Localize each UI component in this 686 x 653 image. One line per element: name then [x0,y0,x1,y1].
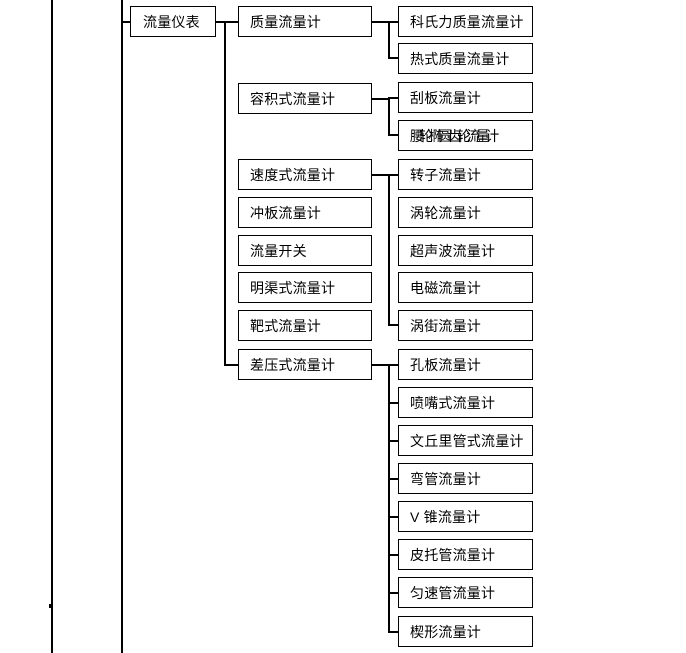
node-turbine-flowmeter[interactable]: 涡轮流量计 [398,197,533,228]
node-nozzle-flowmeter[interactable]: 喷嘴式流量计 [398,387,533,418]
connector-volumetric-outlet [372,98,390,100]
node-velocity-flowmeter[interactable]: 速度式流量计 [238,159,372,190]
trunk-level1 [224,21,226,366]
node-wedge-flowmeter[interactable]: 楔形流量计 [398,616,533,647]
connector-mass-child-0 [388,21,398,23]
connector-difpressure-child-1 [388,402,398,404]
connector-velocity-child-0 [388,174,398,176]
trunk-velocity-children [388,174,390,326]
node-thermal-mass-flowmeter[interactable]: 热式质量流量计 [398,43,533,74]
connector-difpressure-child-7 [388,631,398,633]
node-orifice-plate-flowmeter[interactable]: 孔板流量计 [398,349,533,380]
connector-difpressure-child-3 [388,478,398,480]
node-elbow-flowmeter[interactable]: 弯管流量计 [398,463,533,494]
node-venturi-tube-flowmeter[interactable]: 文丘里管式流量计 [398,425,533,456]
node-root-flow-instrument[interactable]: 流量仪表 [130,6,216,37]
page-margin-rule-inner [121,0,123,653]
node-differential-pressure-flowmeter[interactable]: 差压式流量计 [238,349,372,380]
connector-difpressure-child-0 [388,364,398,366]
node-mass-flowmeter[interactable]: 质量流量计 [238,6,372,37]
node-v-cone-flowmeter[interactable]: V 锥流量计 [398,501,533,532]
node-rotameter-flowmeter[interactable]: 转子流量计 [398,159,533,190]
connector-volumetric-child-1 [388,134,398,136]
connector-mass-outlet [372,21,390,23]
connector-volumetric-child-0 [388,97,398,99]
connector-difpressure-child-4 [388,516,398,518]
margin-tick-mark [49,604,53,608]
connector-difpressure-child-6 [388,592,398,594]
node-impact-plate-flowmeter[interactable]: 冲板流量计 [238,197,372,228]
node-oval-gear-roots-flowmeter[interactable]: 腰轮椭圆齿轮流量计 [398,120,533,151]
connector-difpressure-outlet [372,364,390,366]
connector-difpressure-child-5 [388,554,398,556]
node-averaging-pitot-flowmeter[interactable]: 匀速管流量计 [398,577,533,608]
trunk-volumetric-children [388,97,390,136]
node-flow-switch[interactable]: 流量开关 [238,235,372,266]
trunk-difpressure-children [388,364,390,633]
connector-difpressure-child-2 [388,440,398,442]
node-volumetric-flowmeter[interactable]: 容积式流量计 [238,83,372,114]
connector-velocity-outlet [372,174,390,176]
node-vortex-flowmeter[interactable]: 涡街流量计 [398,310,533,341]
node-open-channel-flowmeter[interactable]: 明渠式流量计 [238,272,372,303]
connector-mass-child-1 [388,57,398,59]
connector-velocity-child-4 [388,324,398,326]
page-margin-rule-outer [51,0,53,653]
trunk-mass-children [388,21,390,59]
node-pitot-tube-flowmeter[interactable]: 皮托管流量计 [398,539,533,570]
node-electromagnetic-flowmeter[interactable]: 电磁流量计 [398,272,533,303]
node-coriolis-mass-flowmeter[interactable]: 科氏力质量流量计 [398,6,533,37]
node-ultrasonic-flowmeter[interactable]: 超声波流量计 [398,235,533,266]
connector-root-inlet [121,21,132,23]
connector-level1-first [224,21,238,23]
node-target-flowmeter[interactable]: 靶式流量计 [238,310,372,341]
node-scraper-flowmeter[interactable]: 刮板流量计 [398,82,533,113]
connector-level1-last [224,364,238,366]
